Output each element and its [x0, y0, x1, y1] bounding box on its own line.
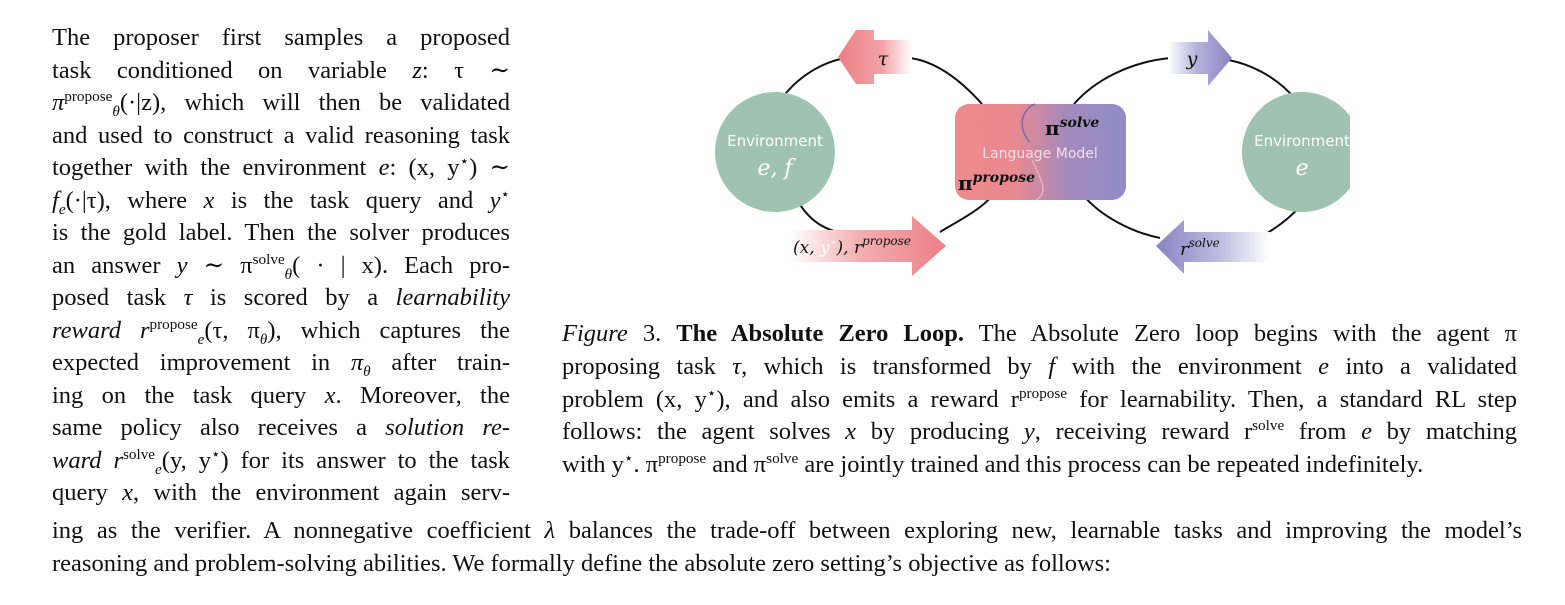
loop-line-bottom-left-2 — [939, 195, 993, 233]
text-line: expected improvement in πθ after train- — [52, 349, 511, 380]
text-line: ing on the task query x. Moreover, the — [52, 381, 510, 409]
task-reward-arrow-label: (x, y⋆), rpropose — [793, 234, 911, 258]
caption-line: Figure 3. The Absolute Zero Loop. The Ab… — [562, 320, 1518, 347]
environment-left-label: Environment — [727, 132, 823, 150]
text-line: The proposer first samples a proposed — [52, 24, 510, 51]
solve-reward-arrow — [1156, 220, 1270, 274]
full-width-text: ing as the verifier. A nonnegative coeff… — [52, 515, 1522, 580]
model-curve-top — [1021, 103, 1036, 143]
pi-solve-label: πsolve — [1045, 115, 1099, 140]
caption-line: proposing task τ, which is transformed b… — [562, 352, 1518, 380]
text-line: posed task τ is scored by a learnability — [52, 284, 510, 311]
tau-arrow — [838, 30, 912, 84]
text-line: an answer y ∼ πsolveθ( · | x). Each pro- — [52, 250, 511, 283]
text-line: ing as the verifier. A nonnegative coeff… — [52, 517, 1523, 544]
loop-diagram: Environment e, f Environment e Language … — [715, 30, 1350, 276]
loop-line-bottom-right — [1083, 195, 1161, 239]
text-line: reasoning and problem-solving abilities.… — [52, 549, 1111, 577]
environment-left — [715, 92, 835, 212]
language-model-box — [955, 104, 1126, 200]
loop-line-top-left-2 — [909, 57, 983, 105]
caption-title: The Absolute Zero Loop. — [676, 320, 965, 347]
environment-right-label: Environment — [1254, 132, 1350, 150]
text-line: ward rsolvee(y, y⋆) for its answer to th… — [52, 445, 510, 478]
text-line: is the gold label. Then the solver produ… — [52, 219, 510, 246]
environment-left-var: e, f — [757, 156, 796, 181]
solve-reward-arrow-label: rsolve — [1180, 236, 1220, 260]
language-model-label: Language Model — [982, 146, 1098, 162]
text-line: and used to construct a valid reasoning … — [52, 121, 510, 149]
text-line: together with the environment e: (x, y⋆)… — [52, 152, 511, 181]
left-column-text: The proposer first samples a proposed ta… — [52, 22, 510, 510]
text-line: query x, with the environment again serv… — [52, 479, 510, 506]
figure-caption: Figure 3. The Absolute Zero Loop. The Ab… — [562, 318, 1517, 482]
caption-line: follows: the agent solves x by producing… — [562, 417, 1517, 446]
text-line: same policy also receives a solution re- — [52, 414, 510, 441]
absolute-zero-loop-figure: Environment e, f Environment e Language … — [690, 20, 1350, 280]
text-line: reward rproposee(τ, πθ), which captures … — [52, 315, 511, 348]
text-line: πproposeθ(·|z), which will then be valid… — [52, 87, 510, 120]
caption-line: with y⋆. πpropose and πsolve are jointly… — [562, 450, 1424, 479]
caption-line: problem (x, y⋆), and also emits a reward… — [562, 384, 1517, 413]
tau-arrow-label: τ — [878, 48, 889, 70]
model-curve-bottom — [1031, 159, 1044, 201]
text-line: task conditioned on variable z: τ ∼ — [52, 56, 511, 84]
text-line: fe(·|τ), where x is the task query and y… — [52, 185, 511, 218]
loop-line-top-right — [1073, 57, 1171, 105]
environment-right-var: e — [1295, 156, 1308, 181]
pi-propose-label: πpropose — [958, 170, 1035, 195]
y-arrow-label: y — [1186, 48, 1198, 70]
y-arrow — [1168, 30, 1232, 86]
environment-right — [1242, 92, 1350, 212]
task-reward-arrow — [790, 216, 946, 276]
